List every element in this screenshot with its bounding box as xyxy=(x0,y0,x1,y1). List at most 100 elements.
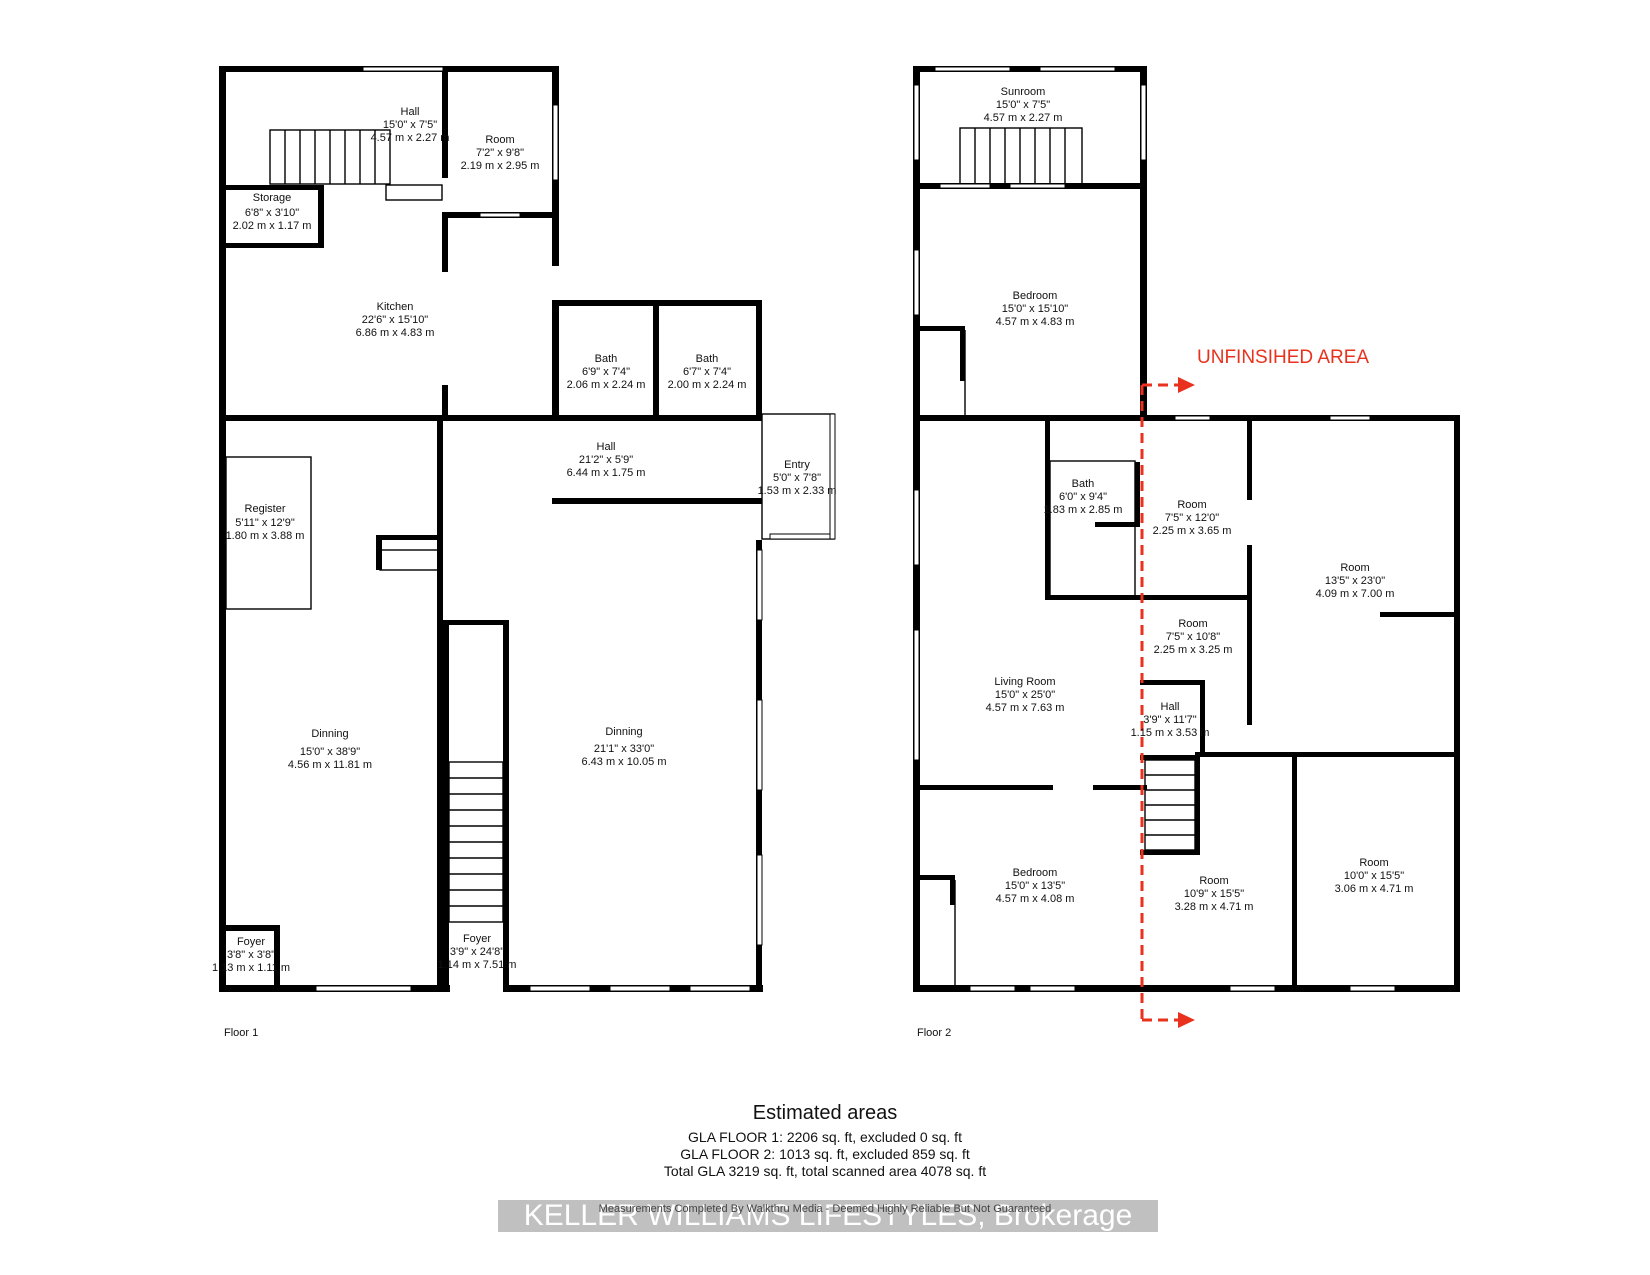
room-sunroom: Sunroom 15'0" x 7'5" 4.57 m x 2.27 m xyxy=(984,86,1063,124)
estimated-areas: Estimated areas GLA FLOOR 1: 2206 sq. ft… xyxy=(0,1102,1650,1180)
svg-text:Sunroom: Sunroom xyxy=(1001,86,1046,98)
svg-text:1.14 m x 7.51 m: 1.14 m x 7.51 m xyxy=(438,959,517,971)
svg-text:Hall: Hall xyxy=(1161,701,1180,713)
unfinished-area-label: UNFINSIHED AREA xyxy=(1197,347,1370,368)
floor1-windows xyxy=(315,66,836,992)
room-bath: Bath 6'0" x 9'4" 1.83 m x 2.85 m xyxy=(1044,478,1123,516)
room-d: Room 10'0" x 15'5" 3.06 m x 4.71 m xyxy=(1335,857,1414,895)
svg-text:21'1" x 33'0": 21'1" x 33'0" xyxy=(594,743,654,755)
svg-text:4.57 m x 4.08 m: 4.57 m x 4.08 m xyxy=(996,893,1075,905)
floor2-room-labels: Sunroom 15'0" x 7'5" 4.57 m x 2.27 m Bed… xyxy=(984,86,1414,913)
svg-text:3.06 m x 4.71 m: 3.06 m x 4.71 m xyxy=(1335,883,1414,895)
svg-text:5'11" x 12'9": 5'11" x 12'9" xyxy=(235,517,295,529)
svg-text:Room: Room xyxy=(485,134,514,146)
floor1-room-labels: Hall 15'0" x 7'5" 4.57 m x 2.27 m Room 7… xyxy=(212,106,836,974)
room-hall-top: Hall 15'0" x 7'5" 4.57 m x 2.27 m xyxy=(371,106,450,144)
room-room-top: Room 7'2" x 9'8" 2.19 m x 2.95 m xyxy=(461,134,540,172)
svg-text:15'0" x 15'10": 15'0" x 15'10" xyxy=(1002,303,1069,315)
svg-text:1.13 m x 1.11 m: 1.13 m x 1.11 m xyxy=(212,962,290,974)
svg-text:Bedroom: Bedroom xyxy=(1013,290,1058,302)
svg-text:2.02 m x 1.17 m: 2.02 m x 1.17 m xyxy=(233,220,312,232)
room-kitchen: Kitchen 22'6" x 15'10" 6.86 m x 4.83 m xyxy=(356,301,435,339)
room-bath-2: Bath 6'7" x 7'4" 2.00 m x 2.24 m xyxy=(668,353,747,391)
room-hall-mid: Hall 21'2" x 5'9" 6.44 m x 1.75 m xyxy=(567,441,646,479)
svg-text:5'0" x 7'8": 5'0" x 7'8" xyxy=(773,472,821,484)
svg-text:7'5" x 10'8": 7'5" x 10'8" xyxy=(1166,631,1220,643)
svg-text:1.15 m x 3.53 m: 1.15 m x 3.53 m xyxy=(1131,727,1210,739)
svg-text:Kitchen: Kitchen xyxy=(377,301,414,313)
room-dinning-right: Dinning 21'1" x 33'0" 6.43 m x 10.05 m xyxy=(582,726,667,768)
room-big: Room 13'5" x 23'0" 4.09 m x 7.00 m xyxy=(1316,562,1395,600)
svg-text:7'5" x 12'0": 7'5" x 12'0" xyxy=(1165,512,1219,524)
svg-text:Hall: Hall xyxy=(401,106,420,118)
svg-text:Hall: Hall xyxy=(597,441,616,453)
svg-text:4.57 m x 4.83 m: 4.57 m x 4.83 m xyxy=(996,316,1075,328)
svg-text:Register: Register xyxy=(245,503,286,515)
floor-2-label: Floor 2 xyxy=(917,1027,952,1039)
svg-text:Room: Room xyxy=(1340,562,1369,574)
floor2-windows xyxy=(913,66,1396,992)
svg-text:4.57 m x 7.63 m: 4.57 m x 7.63 m xyxy=(986,702,1065,714)
svg-text:1.83 m x 2.85 m: 1.83 m x 2.85 m xyxy=(1044,504,1123,516)
gla-floor-2: GLA FLOOR 2: 1013 sq. ft, excluded 859 s… xyxy=(680,1146,970,1162)
svg-text:4.09 m x 7.00 m: 4.09 m x 7.00 m xyxy=(1316,588,1395,600)
svg-text:Bath: Bath xyxy=(595,353,618,365)
room-b: Room 7'5" x 10'8" 2.25 m x 3.25 m xyxy=(1154,618,1233,656)
svg-text:13'5" x 23'0": 13'5" x 23'0" xyxy=(1325,575,1385,587)
brokerage-watermark: KELLER WILLIAMS LIFESTYLES, Brokerage xyxy=(498,1200,1158,1232)
room-storage: Storage 6'8" x 3'10" 2.02 m x 1.17 m xyxy=(233,192,312,232)
svg-text:21'2" x 5'9": 21'2" x 5'9" xyxy=(579,454,633,466)
room-dinning-left: Dinning 15'0" x 38'9" 4.56 m x 11.81 m xyxy=(288,728,372,771)
svg-text:Bath: Bath xyxy=(696,353,719,365)
svg-text:15'0" x 13'5": 15'0" x 13'5" xyxy=(1005,880,1065,892)
svg-text:6'8" x 3'10": 6'8" x 3'10" xyxy=(245,207,299,219)
svg-text:2.25 m x 3.65 m: 2.25 m x 3.65 m xyxy=(1153,525,1232,537)
total-gla: Total GLA 3219 sq. ft, total scanned are… xyxy=(663,1163,987,1179)
svg-text:Entry: Entry xyxy=(784,459,810,471)
svg-text:Room: Room xyxy=(1359,857,1388,869)
svg-text:Dinning: Dinning xyxy=(311,728,348,740)
svg-text:Room: Room xyxy=(1177,499,1206,511)
svg-text:15'0" x 38'9": 15'0" x 38'9" xyxy=(300,746,360,758)
svg-text:3'9" x 11'7": 3'9" x 11'7" xyxy=(1143,714,1196,726)
svg-text:Dinning: Dinning xyxy=(605,726,642,738)
unfinished-area-marker xyxy=(1140,377,1195,1028)
floor-1-label: Floor 1 xyxy=(224,1027,259,1039)
svg-text:15'0" x 7'5": 15'0" x 7'5" xyxy=(996,99,1050,111)
svg-text:Room: Room xyxy=(1199,875,1228,887)
svg-text:1.80 m x 3.88 m: 1.80 m x 3.88 m xyxy=(226,530,305,542)
svg-text:6'7" x 7'4": 6'7" x 7'4" xyxy=(683,366,731,378)
svg-text:Bath: Bath xyxy=(1072,478,1095,490)
room-living: Living Room 15'0" x 25'0" 4.57 m x 7.63 … xyxy=(986,676,1065,714)
room-c: Room 10'9" x 15'5" 3.28 m x 4.71 m xyxy=(1175,875,1254,913)
svg-text:Bedroom: Bedroom xyxy=(1013,867,1058,879)
svg-text:10'9" x 15'5": 10'9" x 15'5" xyxy=(1184,888,1244,900)
svg-text:Room: Room xyxy=(1178,618,1207,630)
estimated-areas-title: Estimated areas xyxy=(752,1102,898,1124)
svg-text:6'0" x 9'4": 6'0" x 9'4" xyxy=(1059,491,1107,503)
gla-floor-1: GLA FLOOR 1: 2206 sq. ft, excluded 0 sq.… xyxy=(688,1129,962,1145)
room-entry: Entry 5'0" x 7'8" 1.53 m x 2.33 m xyxy=(758,459,837,497)
svg-text:6.43 m x 10.05 m: 6.43 m x 10.05 m xyxy=(582,756,667,768)
svg-text:15'0" x 25'0": 15'0" x 25'0" xyxy=(995,689,1055,701)
svg-text:6.86 m x 4.83 m: 6.86 m x 4.83 m xyxy=(356,327,435,339)
svg-text:Foyer: Foyer xyxy=(463,933,491,945)
room-bedroom-top: Bedroom 15'0" x 15'10" 4.57 m x 4.83 m xyxy=(996,290,1075,328)
floor1-walls xyxy=(219,66,763,992)
svg-text:2.25 m x 3.25 m: 2.25 m x 3.25 m xyxy=(1154,644,1233,656)
svg-text:4.57 m x 2.27 m: 4.57 m x 2.27 m xyxy=(371,132,450,144)
room-bedroom-bottom: Bedroom 15'0" x 13'5" 4.57 m x 4.08 m xyxy=(996,867,1075,905)
svg-text:7'2" x 9'8": 7'2" x 9'8" xyxy=(476,147,524,159)
svg-text:4.56 m x 11.81 m: 4.56 m x 11.81 m xyxy=(288,759,372,771)
svg-text:Living Room: Living Room xyxy=(994,676,1055,688)
floor2-thin-lines xyxy=(954,127,1196,985)
room-bath-1: Bath 6'9" x 7'4" 2.06 m x 2.24 m xyxy=(567,353,646,391)
floor1-thin-lines xyxy=(225,129,835,923)
room-register: Register 5'11" x 12'9" 1.80 m x 3.88 m xyxy=(226,503,305,542)
measurement-disclaimer: Measurements Completed By Walkthru Media… xyxy=(598,1203,1052,1215)
svg-text:6'9" x 7'4": 6'9" x 7'4" xyxy=(582,366,630,378)
room-hall-2: Hall 3'9" x 11'7" 1.15 m x 3.53 m xyxy=(1131,701,1210,739)
svg-text:10'0" x 15'5": 10'0" x 15'5" xyxy=(1344,870,1404,882)
svg-text:15'0" x 7'5": 15'0" x 7'5" xyxy=(383,119,437,131)
